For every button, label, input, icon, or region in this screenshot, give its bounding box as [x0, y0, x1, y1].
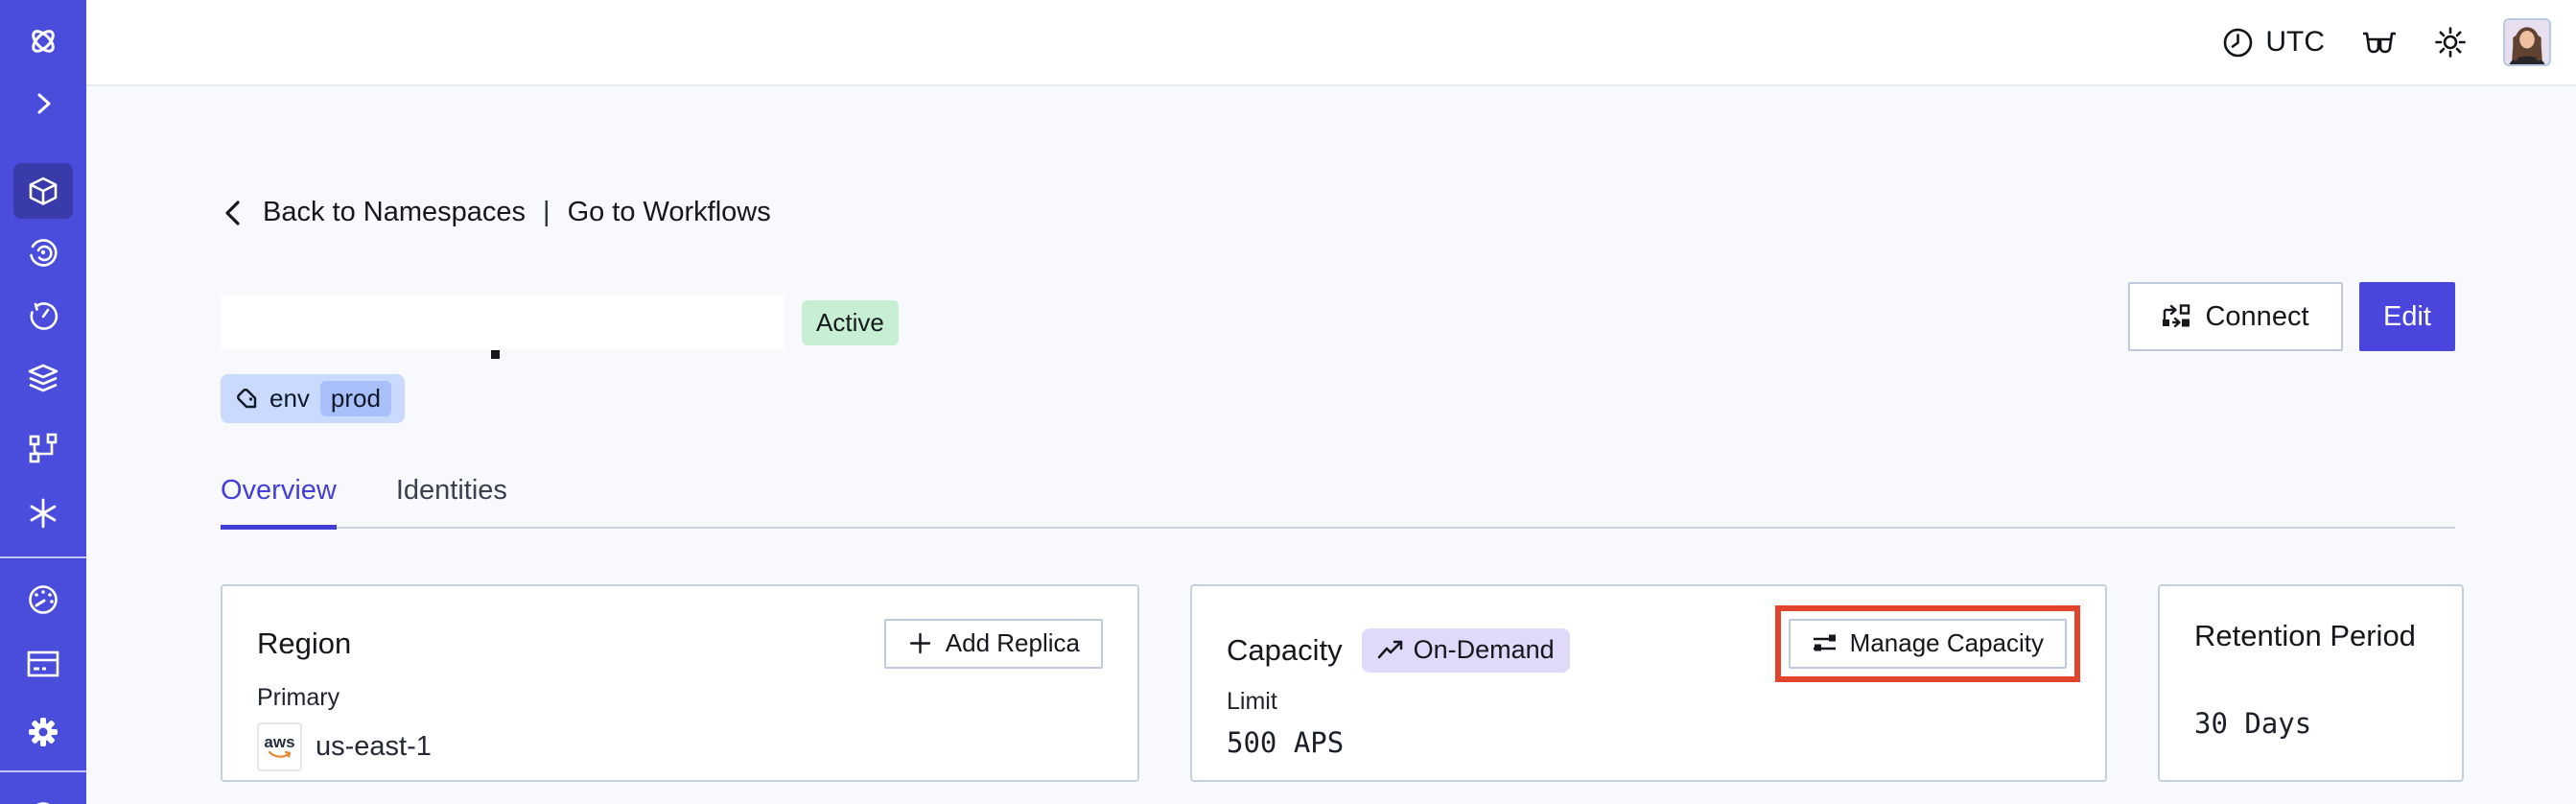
gauge-icon [29, 585, 58, 614]
avatar[interactable] [2503, 18, 2551, 66]
tabs: Overview Identities [221, 475, 2455, 530]
breadcrumb: Back to Namespaces | Go to Workflows [221, 197, 2455, 228]
topbar-right-cluster: UTC [2222, 0, 2551, 84]
layers-icon [28, 364, 59, 392]
chevron-right-icon [37, 93, 51, 114]
partial-circle-icon [35, 802, 51, 804]
ondemand-badge-label: On-Demand [1413, 635, 1555, 664]
region-value: us-east-1 [316, 730, 432, 762]
capacity-limit-label: Limit [1227, 687, 1277, 715]
namespace-title-group: Active [221, 296, 899, 359]
region-card-title: Region [257, 626, 352, 660]
tag-icon [237, 388, 257, 408]
sidebar-expand[interactable] [0, 77, 86, 130]
temporal-logo-icon [32, 30, 55, 53]
summary-cards: Region Add Replica Primary aws [221, 583, 2464, 782]
asterisk-icon [30, 498, 57, 529]
sidebar-item-namespaces[interactable] [13, 163, 73, 219]
tag-key: env [269, 384, 310, 413]
redaction-artifact [491, 350, 501, 359]
title-row: Active Connect [221, 282, 2455, 359]
sidebar-item-billing[interactable] [0, 637, 86, 691]
credit-card-icon [27, 650, 59, 677]
glasses-icon [2363, 32, 2396, 54]
region-card: Region Add Replica Primary aws [221, 583, 1139, 782]
cube-icon [29, 177, 58, 205]
gear-icon [29, 718, 58, 746]
countdown-clock-icon [30, 302, 59, 330]
chevron-left-icon [225, 200, 240, 225]
manage-capacity-label: Manage Capacity [1849, 628, 2044, 657]
capacity-value-row: 500 APS [1227, 726, 2071, 759]
tag-value-chip: prod [319, 381, 391, 416]
sidebar-divider [0, 556, 86, 558]
clock-icon [2224, 28, 2253, 57]
timezone-label: UTC [2265, 26, 2325, 58]
capacity-value: 500 APS [1227, 725, 1345, 759]
capacity-card: Capacity On-Demand [1190, 583, 2107, 782]
status-badge: Active [802, 299, 899, 345]
add-replica-label: Add Replica [945, 628, 1080, 657]
manage-capacity-button[interactable]: Manage Capacity [1788, 618, 2067, 669]
labs-toggle[interactable] [2361, 30, 2398, 55]
edit-button[interactable]: Edit [2359, 282, 2455, 351]
capacity-card-title: Capacity [1227, 632, 1343, 667]
capacity-title-group: Capacity On-Demand [1227, 627, 1570, 673]
sidebar-item-account[interactable] [0, 777, 86, 804]
region-primary-label: Primary [257, 683, 340, 711]
spiral-icon [30, 239, 58, 267]
namespace-tag[interactable]: env prod [221, 374, 405, 423]
tab-overview[interactable]: Overview [221, 475, 337, 530]
retention-value: 30 Days [2194, 706, 2312, 740]
tag-row: env prod [221, 374, 2455, 423]
region-card-header: Region Add Replica [257, 618, 1103, 669]
connect-button-label: Connect [2205, 300, 2309, 332]
sidebar [0, 0, 86, 804]
topbar: UTC [86, 0, 2576, 86]
main-content: Back to Namespaces | Go to Workflows Act… [86, 86, 2576, 804]
plus-icon [909, 632, 930, 654]
sidebar-item-countdown[interactable] [0, 290, 86, 343]
retention-card-title: Retention Period [2194, 618, 2416, 652]
aws-smile-icon [268, 750, 291, 758]
aws-provider-icon: aws [257, 721, 302, 771]
trending-up-icon [1377, 640, 1402, 658]
breadcrumb-back-link[interactable]: Back to Namespaces [263, 197, 527, 227]
breadcrumb-workflows-link[interactable]: Go to Workflows [567, 197, 771, 227]
sliders-icon [1813, 634, 1836, 651]
aws-label: aws [264, 733, 295, 751]
sidebar-item-usage[interactable] [0, 573, 86, 627]
sun-icon [2435, 27, 2466, 58]
sidebar-item-asterisk[interactable] [0, 486, 86, 540]
edit-button-label: Edit [2383, 300, 2431, 332]
retention-card: Retention Period 30 Days [2158, 583, 2464, 782]
tab-identities[interactable]: Identities [395, 475, 507, 506]
breadcrumb-separator: | [543, 197, 550, 227]
sidebar-divider [0, 770, 86, 772]
avatar-image [2505, 20, 2549, 64]
capacity-card-header: Capacity On-Demand [1227, 604, 2080, 682]
page-actions: Connect Edit [2128, 282, 2455, 351]
ondemand-badge: On-Demand [1361, 627, 1570, 673]
action-highlight-box: Manage Capacity [1774, 604, 2080, 682]
sidebar-item-layers[interactable] [0, 352, 86, 406]
add-replica-button[interactable]: Add Replica [883, 618, 1103, 669]
connect-icon [2163, 303, 2190, 327]
connect-button[interactable]: Connect [2128, 282, 2343, 351]
theme-toggle[interactable] [2434, 26, 2467, 59]
sidebar-item-spiral[interactable] [0, 225, 86, 279]
region-value-row: aws us-east-1 [257, 721, 1103, 771]
sidebar-item-branch[interactable] [0, 422, 86, 476]
namespace-name-redacted [221, 296, 785, 359]
branch-icon [29, 433, 58, 463]
timezone-selector[interactable]: UTC [2222, 26, 2325, 59]
sidebar-item-settings[interactable] [0, 705, 86, 759]
temporal-logo[interactable] [0, 14, 86, 68]
